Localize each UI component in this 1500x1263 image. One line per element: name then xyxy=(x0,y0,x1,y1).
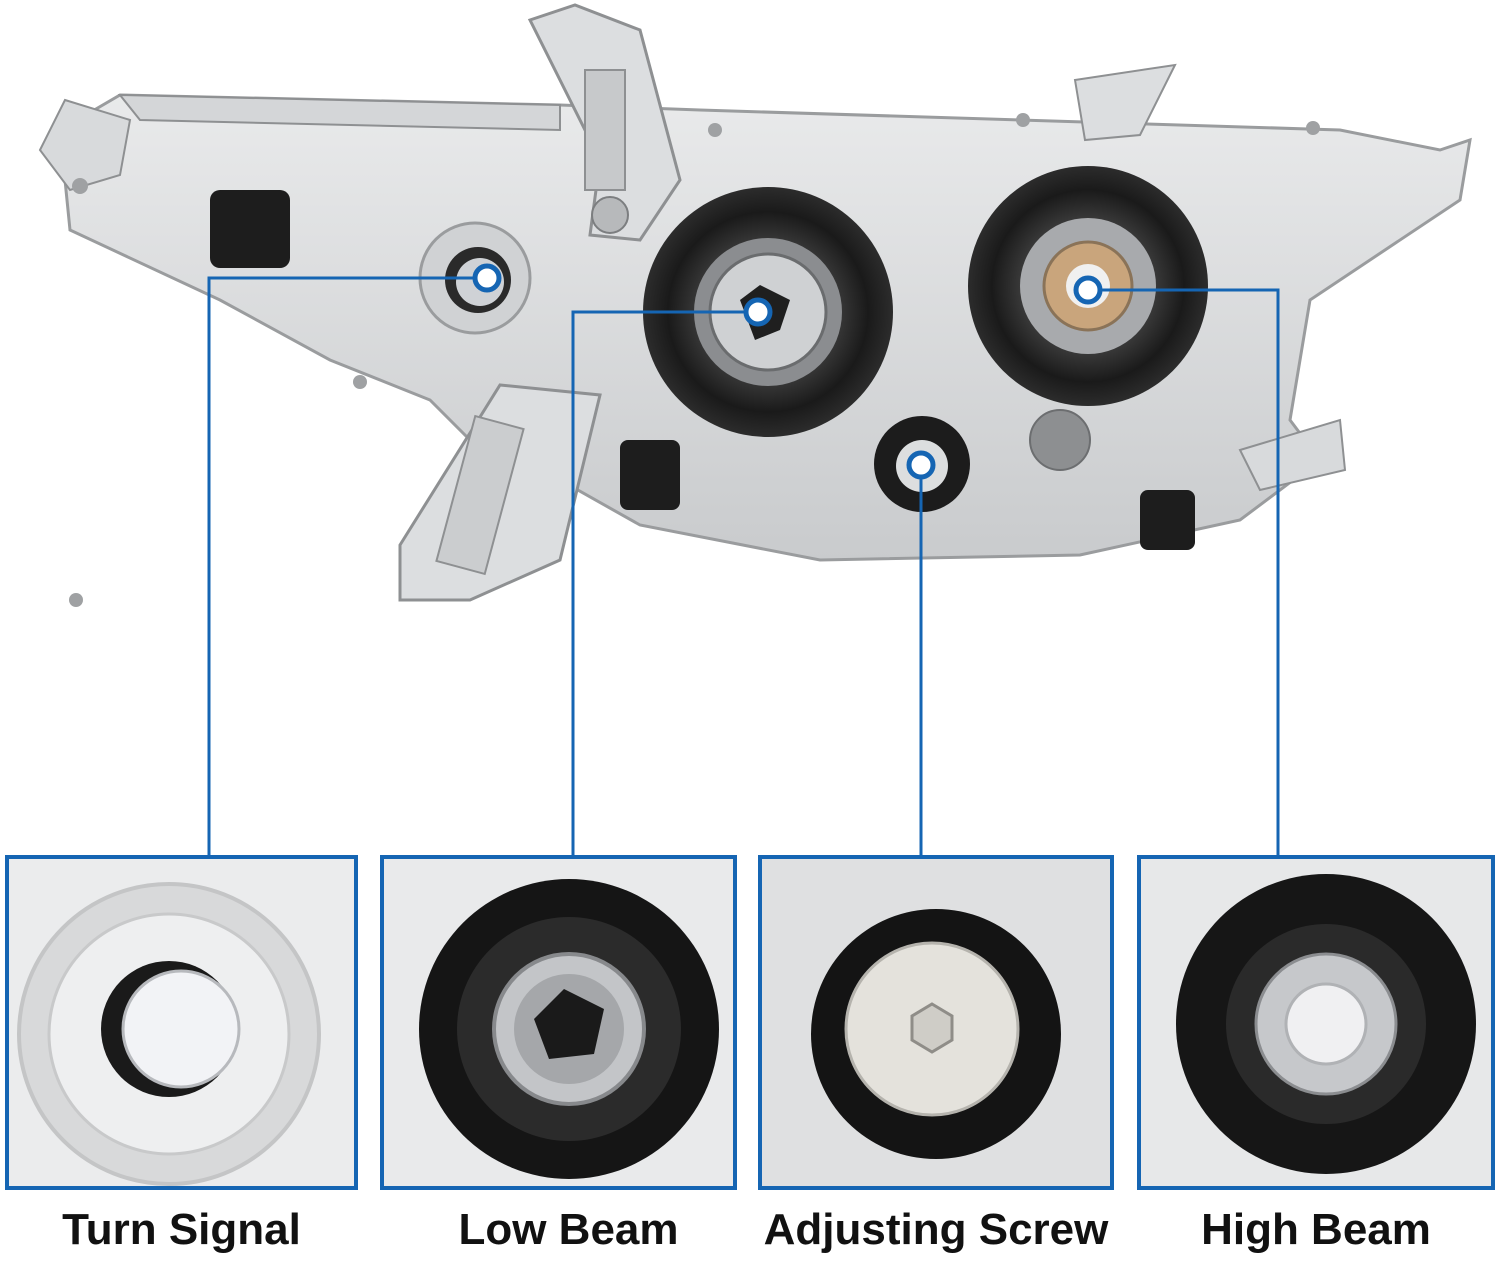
caption-turn-signal: Turn Signal xyxy=(62,1205,301,1254)
turn-signal-closeup xyxy=(9,859,354,1186)
detail-panel-low-beam xyxy=(380,855,737,1190)
caption-adjusting-screw: Adjusting Screw xyxy=(763,1205,1109,1254)
leader-line-high-beam xyxy=(1088,288,1280,858)
adjusting-screw-closeup xyxy=(762,859,1110,1186)
caption-low-beam: Low Beam xyxy=(458,1205,679,1254)
marker-low-beam xyxy=(743,297,773,327)
leader-line-low-beam xyxy=(571,310,758,858)
detail-panel-high-beam xyxy=(1137,855,1495,1190)
headlight-assembly-image xyxy=(38,3,1472,607)
marker-high-beam xyxy=(1073,275,1103,305)
leader-line-turn-signal xyxy=(207,276,487,858)
marker-turn-signal xyxy=(472,263,502,293)
marker-adjusting-screw xyxy=(906,450,936,480)
high-beam-closeup xyxy=(1141,859,1491,1186)
detail-panel-adjusting-screw xyxy=(758,855,1114,1190)
low-beam-closeup xyxy=(384,859,733,1186)
caption-high-beam: High Beam xyxy=(1201,1205,1431,1254)
detail-panel-turn-signal xyxy=(5,855,358,1190)
callout-lines xyxy=(207,263,1280,858)
